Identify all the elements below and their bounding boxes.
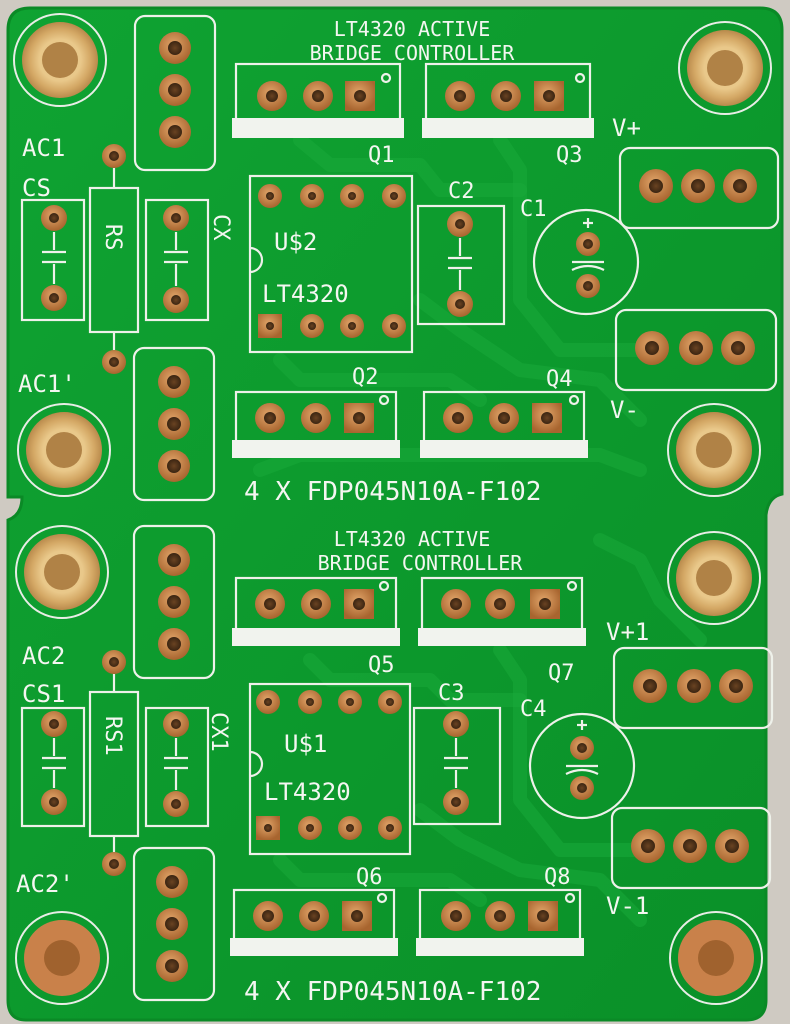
header-ac1-top xyxy=(133,14,217,172)
footprint-c1 xyxy=(532,208,640,316)
label-mosfet-top: 4 X FDP045N10A-F102 xyxy=(244,477,541,507)
bottom-title-line-1: LT4320 ACTIVE xyxy=(334,527,491,551)
chip-u1 xyxy=(248,682,412,856)
footprint-q4 xyxy=(420,390,588,458)
mounting-hole-ac2-top xyxy=(15,525,109,619)
mounting-hole-vminus xyxy=(667,403,761,497)
label-rs1: RS1 xyxy=(100,716,125,756)
label-ac1-top: AC1 xyxy=(22,134,65,162)
label-chip-bot: LT4320 xyxy=(264,778,351,806)
header-vplus xyxy=(618,146,780,230)
footprint-q2 xyxy=(232,390,400,458)
label-cs: CS xyxy=(22,174,51,202)
label-vminus1: V-1 xyxy=(606,892,649,920)
label-ac2-top: AC2 xyxy=(22,642,65,670)
label-cx1: CX1 xyxy=(206,712,231,752)
header-ac2-bottom xyxy=(132,846,216,1002)
label-vminus: V- xyxy=(610,396,639,424)
footprint-cx xyxy=(144,198,210,322)
label-q3: Q3 xyxy=(556,143,583,168)
copper-traces xyxy=(253,133,707,927)
top-title-line-1: LT4320 ACTIVE xyxy=(334,17,491,41)
label-q8: Q8 xyxy=(544,865,571,890)
mounting-hole-bottom-right xyxy=(669,911,763,1005)
label-cs1: CS1 xyxy=(22,680,65,708)
label-u1: U$1 xyxy=(284,730,327,758)
label-q7: Q7 xyxy=(548,661,575,686)
mounting-hole-vplus1 xyxy=(667,531,761,625)
label-q1: Q1 xyxy=(368,143,395,168)
footprint-c3 xyxy=(412,706,502,826)
mounting-hole-ac1-bottom xyxy=(17,403,111,497)
label-q5: Q5 xyxy=(368,653,395,678)
header-vplus1 xyxy=(612,646,774,730)
label-ac1-bottom: AC1' xyxy=(18,370,76,398)
footprint-cs xyxy=(20,198,86,322)
label-mosfet-bottom: 4 X FDP045N10A-F102 xyxy=(244,977,541,1007)
footprint-q7 xyxy=(418,576,586,646)
label-vplus1: V+1 xyxy=(606,618,649,646)
footprint-rs1 xyxy=(88,650,140,876)
label-c2: C2 xyxy=(448,179,475,204)
footprint-cs1 xyxy=(20,706,86,828)
header-ac2-top xyxy=(132,524,216,680)
mounting-hole-bottom-left xyxy=(15,911,109,1005)
footprint-c4 xyxy=(528,712,636,820)
footprint-q5 xyxy=(232,576,400,646)
footprint-c2 xyxy=(416,204,506,326)
footprint-q1 xyxy=(232,62,404,138)
header-ac1-bottom xyxy=(132,346,216,502)
label-q2: Q2 xyxy=(352,365,379,390)
footprint-q8 xyxy=(416,888,584,956)
label-rs: RS xyxy=(100,224,125,251)
footprint-q3 xyxy=(422,62,594,138)
footprint-rs xyxy=(88,144,140,374)
chip-u2 xyxy=(248,174,414,354)
footprint-cx1 xyxy=(144,706,210,828)
label-c4: C4 xyxy=(520,697,547,722)
mounting-hole-top-left xyxy=(13,13,107,107)
label-q4: Q4 xyxy=(546,367,573,392)
label-c1: C1 xyxy=(520,197,547,222)
header-vminus1 xyxy=(610,806,772,890)
bottom-title-line-2: BRIDGE CONTROLLER xyxy=(318,551,524,575)
top-title-line-2: BRIDGE CONTROLLER xyxy=(310,41,516,65)
mounting-hole-top-right xyxy=(678,21,772,115)
label-vplus: V+ xyxy=(612,114,641,142)
label-chip-top: LT4320 xyxy=(262,280,349,308)
label-c3: C3 xyxy=(438,681,465,706)
label-q6: Q6 xyxy=(356,865,383,890)
label-cx: CX xyxy=(208,214,233,241)
label-u2: U$2 xyxy=(274,228,317,256)
footprint-q6 xyxy=(230,888,398,956)
header-vminus xyxy=(614,308,778,392)
label-ac2-bottom: AC2' xyxy=(16,870,74,898)
